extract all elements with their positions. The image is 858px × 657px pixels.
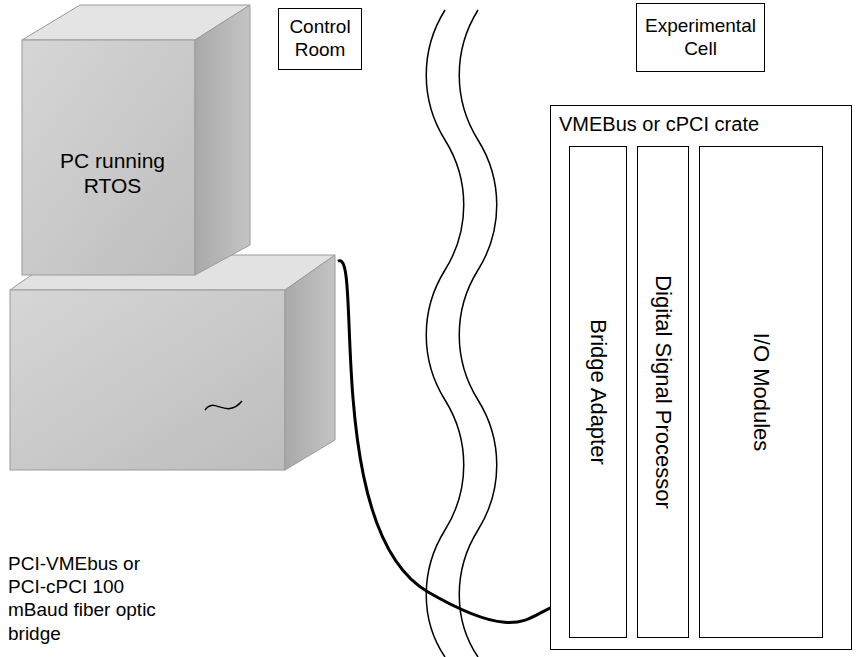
card-label: Bridge Adapter [585,319,611,465]
node-label: Control Room [283,16,357,62]
fiber-cable [338,261,569,623]
room-label-box: Experimental Cell [636,3,765,72]
node-label: PC running RTOS [30,148,195,198]
card-label: Digital Signal Processor [650,275,676,509]
module-card: I/O Modules [699,146,823,638]
pc-computer: PC running RTOS [0,0,338,475]
wall-line [426,10,464,657]
module-card: Bridge Adapter [569,146,627,638]
bridge-note: PCI-VMEbus or PCI-cPCI 100 mBaud fiber o… [8,552,173,645]
card-label: I/O Modules [748,333,774,452]
node-label: Experimental Cell [641,15,760,61]
pc-tower [22,5,250,275]
crate-title: VMEBus or cPCI crate [559,112,759,136]
card-wire [205,401,242,410]
pc-base [10,255,335,470]
crate-box: VMEBus or cPCI crateBridge Adapter Digita… [550,105,852,650]
module-card: Digital Signal Processor [637,146,689,638]
room-label-box: Control Room [278,8,362,70]
wall-line [459,10,497,657]
